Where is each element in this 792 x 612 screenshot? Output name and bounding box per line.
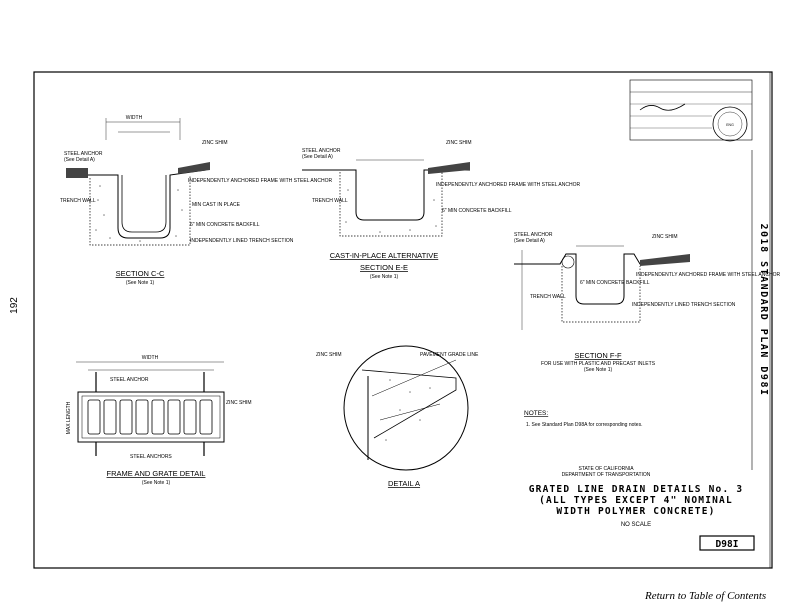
ff-lined-section-label: INDEPENDENTLY LINED TRENCH SECTION xyxy=(632,302,736,308)
section-cc-drawing xyxy=(66,118,210,246)
drawing-title-line-1: GRATED LINE DRAIN DETAILS No. 3 xyxy=(529,484,744,495)
return-to-contents-link[interactable]: Return to Table of Contents xyxy=(645,590,767,602)
frame-detail-title: FRAME AND GRATE DETAIL xyxy=(107,469,206,478)
cc-lined-section-label: INDEPENDENTLY LINED TRENCH SECTION xyxy=(190,238,294,244)
approval-block: ENG xyxy=(629,79,753,142)
cc-backfill-label: 6" MIN CONCRETE BACKFILL xyxy=(190,222,260,228)
agency-line-2: DEPARTMENT OF TRANSPORTATION xyxy=(562,472,651,478)
ee-steel-anchor-label: STEEL ANCHOR xyxy=(302,148,341,154)
cc-zinc-shim-label: ZINC SHIM xyxy=(202,140,228,146)
ff-backfill-label: 6" MIN CONCRETE BACKFILL xyxy=(580,280,650,286)
side-page-number: 192 xyxy=(8,297,20,314)
agency-line-1: STATE OF CALIFORNIA xyxy=(578,466,634,472)
cc-detail-a-ref: (See Detail A) xyxy=(64,157,95,163)
section-cc-ref: (See Note 1) xyxy=(126,280,155,286)
section-ff-drawing xyxy=(514,245,691,330)
frame-zinc-shim-label: ZINC SHIM xyxy=(226,400,252,406)
section-ff-ref1: FOR USE WITH PLASTIC AND PRECAST INLETS xyxy=(541,361,656,367)
detail-a-pavement-label: PAVEMENT GRADE LINE xyxy=(420,352,479,358)
ee-backfill-label: 6" MIN CONCRETE BACKFILL xyxy=(442,208,512,214)
ff-zinc-shim-label: ZINC SHIM xyxy=(652,234,678,240)
cc-anchored-frame-label: INDEPENDENTLY ANCHORED FRAME WITH STEEL … xyxy=(188,178,332,184)
drawing-title-line-3: WIDTH POLYMER CONCRETE) xyxy=(556,506,715,517)
note-1: 1. See Standard Plan D98A for correspond… xyxy=(526,422,642,428)
cc-cast-min-label: MIN CAST IN PLACE xyxy=(192,202,241,208)
sheet-number-box xyxy=(699,535,755,551)
ff-anchored-frame-label: INDEPENDENTLY ANCHORED FRAME WITH STEEL … xyxy=(636,272,780,278)
scale-note: NO SCALE xyxy=(621,522,651,528)
ff-steel-anchor-label: STEEL ANCHOR xyxy=(514,232,553,238)
section-ee-drawing xyxy=(302,159,470,237)
sheet-number: D98I xyxy=(716,539,739,550)
section-ee-ref: (See Note 1) xyxy=(370,274,399,280)
section-ee-super-title: CAST-IN-PLACE ALTERNATIVE xyxy=(330,251,439,260)
cc-steel-anchor-label: STEEL ANCHOR xyxy=(64,151,103,157)
ee-zinc-shim-label: ZINC SHIM xyxy=(446,140,472,146)
seal-stamp xyxy=(712,106,748,142)
ee-detail-a-ref: (See Detail A) xyxy=(302,154,333,160)
frame-steel-anchor-label: STEEL ANCHOR xyxy=(110,377,149,383)
section-ff-title: SECTION F-F xyxy=(574,351,621,360)
detail-a-drawing xyxy=(343,345,469,471)
ff-trench-wall-label: TRENCH WALL xyxy=(530,294,566,300)
vertical-plan-title: 2018 STANDARD PLAN D98I xyxy=(758,224,769,397)
ff-detail-a-ref: (See Detail A) xyxy=(514,238,545,244)
frame-grate-drawing xyxy=(76,361,225,456)
cc-trench-wall-label: TRENCH WALL xyxy=(60,198,96,204)
frame-steel-anchors-label: STEEL ANCHORS xyxy=(130,454,172,460)
frame-width-label: WIDTH xyxy=(142,355,159,361)
detail-a-zinc-shim-label: ZINC SHIM xyxy=(316,352,342,358)
section-ff-ref2: (See Note 1) xyxy=(584,367,613,373)
frame-max-length-label: MAX LENGTH xyxy=(66,401,72,434)
notes-heading: NOTES: xyxy=(524,410,548,417)
ee-anchored-frame-label: INDEPENDENTLY ANCHORED FRAME WITH STEEL … xyxy=(436,182,580,188)
drawing-title-line-2: (ALL TYPES EXCEPT 4" NOMINAL xyxy=(539,495,733,506)
svg-text:ENG: ENG xyxy=(726,123,734,127)
sheet-border xyxy=(33,71,773,569)
cc-width-label: WIDTH xyxy=(126,115,143,121)
signature xyxy=(639,103,686,111)
frame-detail-ref: (See Note 1) xyxy=(142,480,171,486)
section-cc-title: SECTION C-C xyxy=(116,269,165,278)
detail-a-title: DETAIL A xyxy=(388,479,420,488)
ee-trench-wall-label: TRENCH WALL xyxy=(312,198,348,204)
section-ee-title: SECTION E-E xyxy=(360,263,408,272)
